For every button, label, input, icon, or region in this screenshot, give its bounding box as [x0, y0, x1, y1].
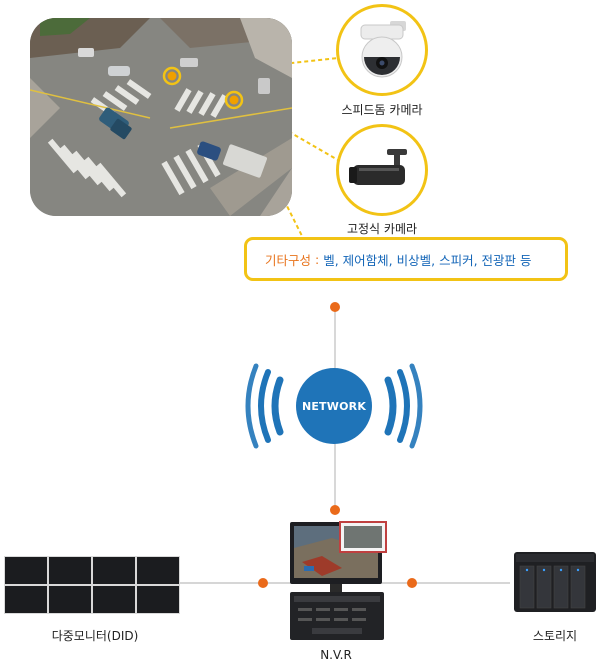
speed-dome-camera-label: 스피드돔 카메라: [341, 103, 423, 117]
video-wall-icon: [4, 556, 180, 614]
other-components-items: 벨, 제어함체, 비상벨, 스피커, 전광판 등: [323, 252, 532, 268]
storage-label: 스토리지: [532, 629, 578, 643]
other-components-box: 기타구성 : 벨, 제어함체, 비상벨, 스피커, 전광판 등: [244, 237, 568, 281]
nvr-label: N.V.R: [320, 648, 352, 662]
multi-monitor-label: 다중모니터(DID): [51, 629, 139, 643]
nvr-icon: [290, 521, 387, 640]
network-bottom-node: [330, 505, 340, 515]
storage-link-node: [407, 578, 417, 588]
fixed-camera-marker: [224, 90, 244, 110]
storage-icon: [514, 552, 596, 612]
intersection-aerial-image: [30, 18, 292, 216]
other-components-title: 기타구성: [265, 252, 312, 268]
network-label: NETWORK: [301, 399, 367, 413]
fixed-camera-circle: [336, 124, 428, 216]
fixed-camera-label: 고정식 카메라: [346, 222, 418, 236]
monitor-link-node: [258, 578, 268, 588]
other-components-separator: :: [315, 251, 320, 267]
speed-dome-camera-circle: [336, 4, 428, 96]
fixed-camera-callout-line: [233, 99, 339, 161]
fixed-camera-icon: [349, 149, 407, 185]
network-top-node: [330, 302, 340, 312]
network-node: NETWORK: [296, 368, 372, 444]
intersection-illustration: [30, 18, 292, 216]
speed-dome-marker: [162, 66, 182, 86]
network-wave-icon: [245, 363, 423, 449]
speed-dome-camera-icon: [360, 21, 406, 78]
